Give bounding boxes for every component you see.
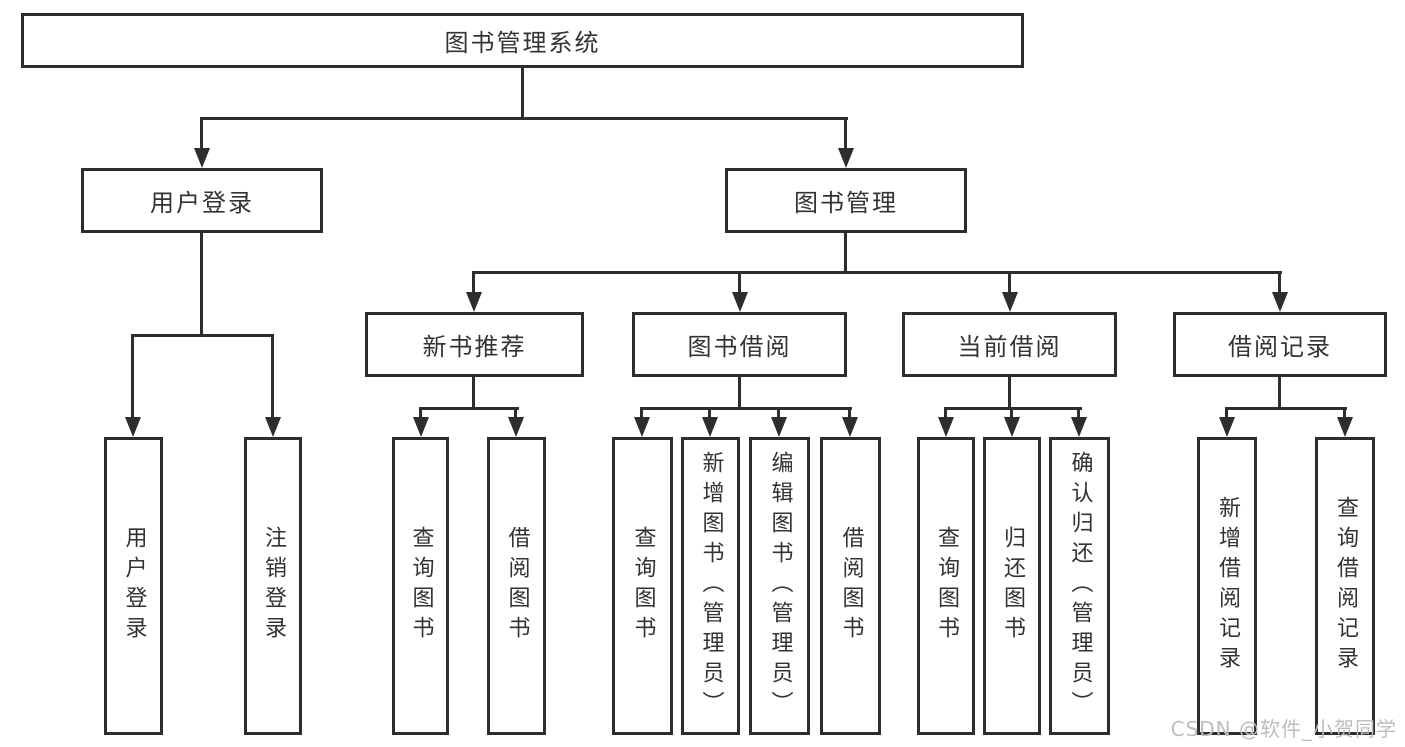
arrow-down-icon	[194, 148, 210, 168]
arrow-down-icon	[265, 417, 281, 437]
leaf-current-confirm-return-admin: 确认归还（管理员）	[1049, 437, 1110, 735]
connector-current-drop-3	[1077, 407, 1080, 419]
connector-newbook-stem	[472, 377, 475, 410]
node-borrow-records: 借阅记录	[1173, 312, 1387, 377]
node-book-borrow: 图书借阅	[632, 312, 847, 377]
connector-userlogin-drop-1	[131, 334, 134, 419]
leaf-user-login: 用户登录	[104, 437, 163, 735]
connector-userlogin-drop-2	[271, 334, 274, 419]
connector-bookborrow-drop-4	[848, 407, 851, 419]
leaf-borrow-add-books-admin: 新增图书（管理员）	[681, 437, 740, 735]
connector-newbook-drop-2	[514, 407, 517, 419]
leaf-newbook-borrow-books: 借阅图书	[487, 437, 546, 735]
arrow-down-icon	[1004, 417, 1020, 437]
node-book-management: 图书管理	[725, 168, 967, 233]
connector-newbook-drop-1	[419, 407, 422, 419]
connector-bookborrow-drop-3	[777, 407, 780, 419]
leaf-borrow-borrow-books: 借阅图书	[820, 437, 881, 735]
connector-records-drop-2	[1343, 407, 1346, 419]
leaf-current-query-books: 查询图书	[917, 437, 975, 735]
arrow-down-icon	[771, 417, 787, 437]
arrow-down-icon	[938, 417, 954, 437]
leaf-current-return-books: 归还图书	[983, 437, 1041, 735]
node-root: 图书管理系统	[21, 13, 1024, 68]
arrow-down-icon	[1219, 417, 1235, 437]
connector-bookmgmt-drop-1	[472, 271, 475, 294]
arrow-down-icon	[842, 417, 858, 437]
connector-bookborrow-split	[640, 407, 852, 410]
csdn-watermark: CSDN @软件_小贺同学	[1170, 717, 1397, 741]
connector-records-drop-1	[1225, 407, 1228, 419]
arrow-down-icon	[1272, 292, 1288, 312]
leaf-logout: 注销登录	[244, 437, 302, 735]
node-user-login: 用户登录	[81, 168, 323, 233]
connector-records-split	[1225, 407, 1347, 410]
connector-current-split	[944, 407, 1082, 410]
connector-root-stem	[521, 68, 524, 118]
arrow-down-icon	[1002, 292, 1018, 312]
arrow-down-icon	[634, 417, 650, 437]
connector-bookborrow-drop-1	[640, 407, 643, 419]
arrow-down-icon	[702, 417, 718, 437]
connector-userlogin-stem	[200, 233, 203, 337]
arrow-down-icon	[1337, 417, 1353, 437]
connector-root-drop-left	[200, 117, 203, 150]
connector-current-drop-2	[1010, 407, 1013, 419]
connector-bookmgmt-drop-2	[738, 271, 741, 294]
connector-bookmgmt-drop-4	[1278, 271, 1281, 294]
leaf-newbook-query-books: 查询图书	[392, 437, 449, 735]
arrow-down-icon	[1071, 417, 1087, 437]
connector-userlogin-split	[131, 334, 274, 337]
leaf-borrow-query-books: 查询图书	[612, 437, 673, 735]
node-new-book-recommend: 新书推荐	[365, 312, 584, 377]
connector-root-drop-right	[844, 117, 847, 150]
arrow-down-icon	[125, 417, 141, 437]
connector-bookborrow-stem	[738, 377, 741, 410]
arrow-down-icon	[413, 417, 429, 437]
connector-current-stem	[1008, 377, 1011, 410]
connector-root-split	[200, 117, 848, 120]
connector-bookmgmt-split	[472, 271, 1282, 274]
leaf-records-query-record: 查询借阅记录	[1315, 437, 1375, 735]
connector-newbook-split	[419, 407, 519, 410]
arrow-down-icon	[838, 148, 854, 168]
connector-bookborrow-drop-2	[708, 407, 711, 419]
arrow-down-icon	[466, 292, 482, 312]
node-current-borrow: 当前借阅	[902, 312, 1117, 377]
connector-current-drop-1	[944, 407, 947, 419]
connector-records-stem	[1278, 377, 1281, 410]
arrow-down-icon	[508, 417, 524, 437]
connector-bookmgmt-stem	[844, 233, 847, 273]
arrow-down-icon	[732, 292, 748, 312]
leaf-borrow-edit-books-admin: 编辑图书（管理员）	[749, 437, 810, 735]
leaf-records-add-record: 新增借阅记录	[1197, 437, 1257, 735]
connector-bookmgmt-drop-3	[1008, 271, 1011, 294]
